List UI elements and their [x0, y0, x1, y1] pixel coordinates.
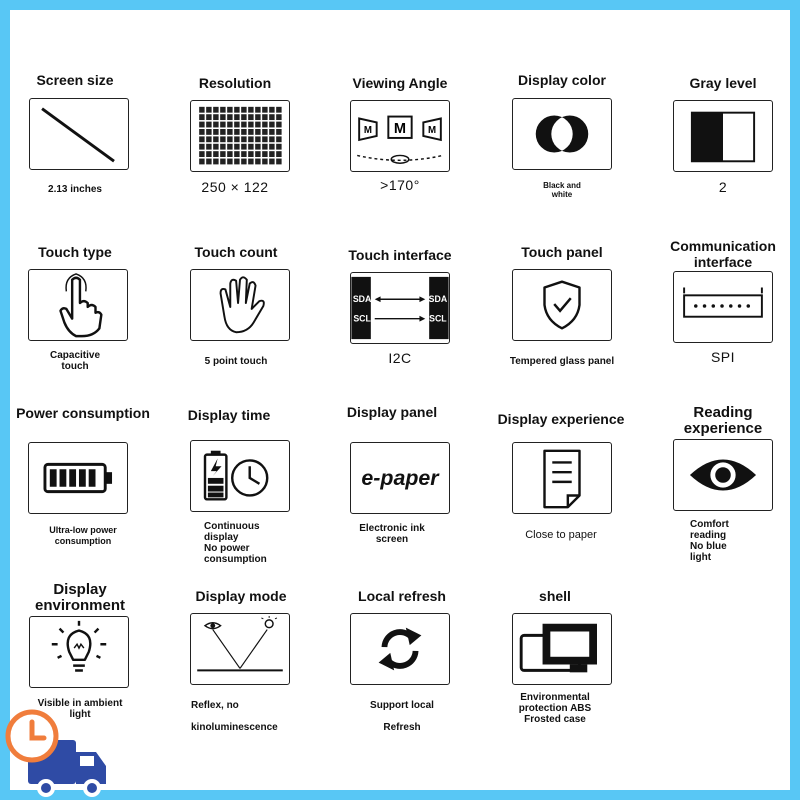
spec-title: Display panel	[346, 404, 438, 420]
spec-screen-size: Screen size 2.13 inches	[0, 72, 150, 202]
shield-check-icon	[512, 269, 612, 341]
spec-title: Touch count	[194, 244, 278, 260]
color-circles-icon	[512, 98, 612, 170]
sda-label-right: SDA	[429, 294, 448, 304]
spec-reading-experience: Reading experience Comfort reading No bl…	[648, 405, 798, 575]
spec-title: Display environment	[34, 581, 125, 614]
spec-communication-interface: Communication interface SPI	[648, 238, 798, 368]
spec-viewing-angle: Viewing Angle M M M >170°	[325, 75, 475, 205]
connector-pins-icon	[673, 271, 773, 343]
gray-level-icon	[673, 100, 773, 172]
board-case-icon	[512, 613, 612, 685]
diagonal-line-icon	[29, 98, 129, 170]
spec-caption: 2.13 inches	[48, 184, 102, 195]
spec-caption: Support local Refresh	[370, 700, 434, 733]
spec-title: Touch panel	[521, 244, 603, 260]
finger-touch-icon	[28, 269, 128, 341]
spec-title: Touch type	[38, 244, 112, 260]
spec-caption: SPI	[710, 349, 736, 365]
svg-text:M: M	[428, 125, 436, 136]
spec-title: Gray level	[689, 75, 757, 91]
spec-display-environment: Display environment Visible in ambient l…	[5, 582, 155, 722]
spec-caption: 250 × 122	[201, 179, 269, 195]
spec-touch-type: Touch type Capacitive touch	[0, 244, 150, 374]
scl-label-left: SCL	[353, 314, 371, 324]
spec-caption: Tempered glass panel	[509, 356, 615, 367]
spec-title: Display mode	[195, 588, 287, 604]
spec-caption: 5 point touch	[204, 356, 268, 367]
e-paper-text-icon: e-paper	[350, 442, 450, 514]
spec-caption: Electronic ink screen	[359, 523, 425, 545]
svg-text:M: M	[394, 121, 406, 137]
spec-caption: 2	[718, 179, 728, 195]
spec-power-consumption: Power consumption Ultra-low power consum…	[8, 405, 158, 546]
spec-gray-level: Gray level 2	[648, 75, 798, 205]
viewing-angle-icon: M M M	[350, 100, 450, 172]
spec-display-experience: Display experience Close to paper	[486, 411, 636, 551]
spec-title: shell	[539, 588, 571, 604]
spec-caption: Environmental protection ABS Frosted cas…	[518, 692, 592, 725]
hand-icon	[190, 269, 290, 341]
spec-caption: Visible in ambient light	[37, 698, 123, 720]
e-paper-text: e-paper	[361, 466, 440, 490]
spec-caption: >170°	[380, 177, 420, 193]
spec-display-panel: Display panel e-paper Electronic ink scr…	[317, 404, 467, 545]
spec-title: Local refresh	[358, 588, 446, 604]
spec-shell: shell Environmental protection ABS Frost…	[480, 588, 630, 738]
spec-title: Reading experience	[683, 404, 763, 437]
spec-resolution: Resolution 250 × 122	[160, 75, 310, 205]
refresh-arrows-icon	[350, 613, 450, 685]
spec-title: Power consumption	[16, 405, 150, 421]
spec-caption: Comfort reading No blue light	[690, 519, 729, 563]
spec-title: Display time	[187, 407, 271, 423]
reflection-icon	[190, 613, 290, 685]
spec-title: Screen size	[36, 72, 114, 88]
pixel-grid-icon	[190, 100, 290, 172]
spec-title: Resolution	[198, 75, 272, 91]
spec-caption: I2C	[388, 350, 412, 366]
spec-caption: Reflex, no kinoluminescence	[191, 700, 278, 733]
battery-icon	[28, 442, 128, 514]
delivery-badge	[0, 700, 110, 800]
spec-caption: Continuous display No power consumption	[204, 521, 267, 565]
spec-touch-panel: Touch panel Tempered glass panel	[487, 244, 637, 374]
spec-touch-interface: Touch interface SDA SCL SDA SCL I2C	[325, 247, 475, 377]
spec-title: Display color	[518, 72, 606, 88]
scl-label-right: SCL	[429, 314, 447, 324]
spec-display-color: Display color Black and white	[487, 72, 637, 202]
spec-caption: Black and white	[543, 181, 581, 199]
document-icon	[512, 442, 612, 514]
spec-caption: Close to paper	[525, 529, 597, 541]
delivery-truck-clock-icon	[5, 709, 106, 797]
light-bulb-icon	[29, 616, 129, 688]
spec-caption: Capacitive touch	[49, 350, 101, 372]
svg-text:M: M	[364, 125, 372, 136]
spec-title: Communication interface	[670, 238, 776, 270]
spec-touch-count: Touch count 5 point touch	[161, 244, 311, 374]
spec-title: Touch interface	[348, 247, 452, 263]
spec-title: Display experience	[497, 411, 625, 427]
eye-icon	[673, 439, 773, 511]
spec-caption: Ultra-low power consumption	[49, 525, 117, 546]
battery-clock-icon	[190, 440, 290, 512]
spec-local-refresh: Local refresh Support local Refresh	[327, 588, 477, 738]
spec-display-time: Display time Continuous display No power…	[154, 407, 304, 577]
sda-label-left: SDA	[353, 294, 372, 304]
i2c-interface-icon: SDA SCL SDA SCL	[350, 272, 450, 344]
spec-title: Viewing Angle	[352, 75, 448, 91]
spec-display-mode: Display mode Reflex, no kinoluminescence	[166, 588, 316, 738]
